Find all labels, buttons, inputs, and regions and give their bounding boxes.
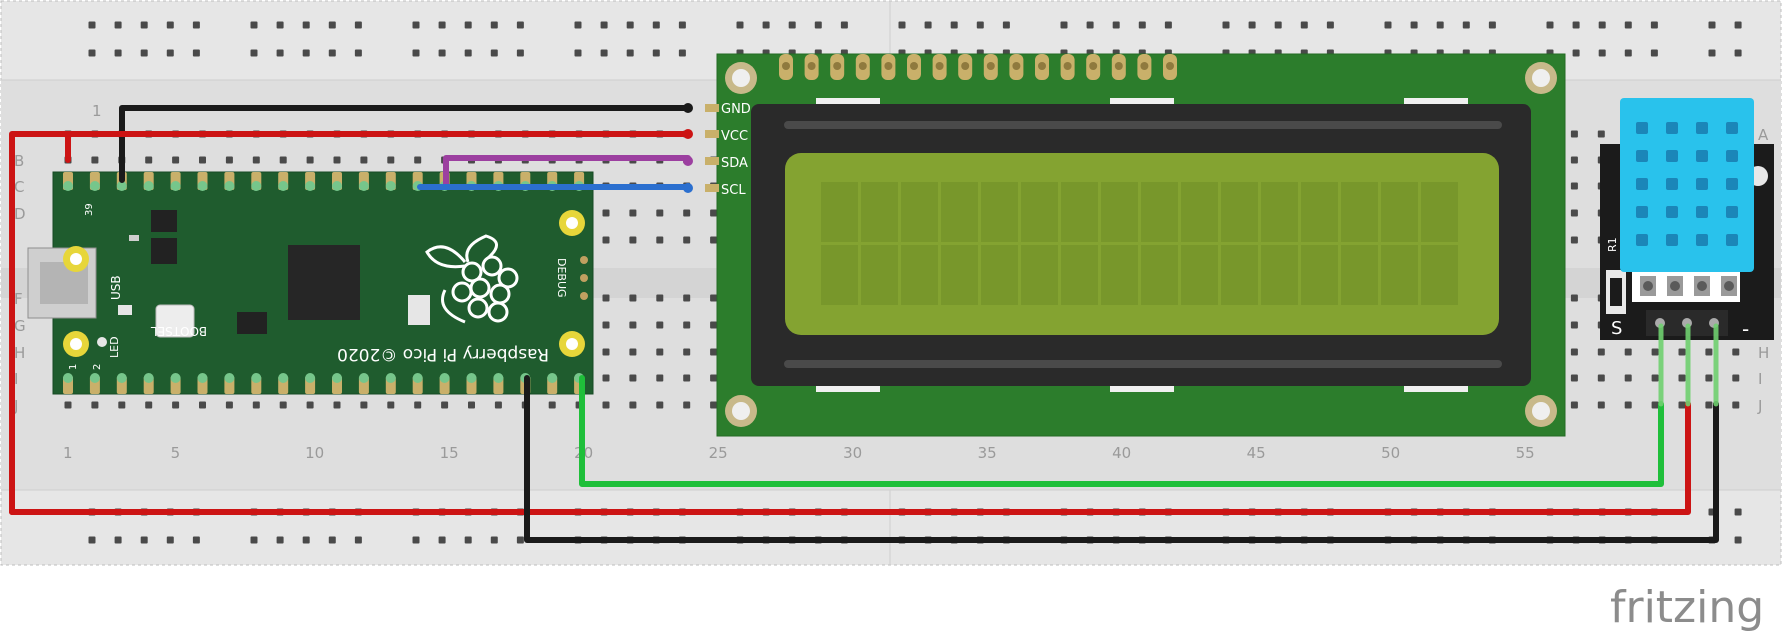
pin-2-label: 2 bbox=[92, 364, 103, 370]
lcd-pin-scl: SCL bbox=[721, 183, 746, 198]
lcd-pin-vcc: VCC bbox=[721, 129, 748, 144]
wire-dht-green-legs bbox=[1658, 323, 1719, 407]
dht-r1-label: R1 bbox=[1606, 237, 1619, 252]
col-label-35: 35 bbox=[978, 444, 997, 462]
wire-sda-purple bbox=[443, 155, 691, 189]
col-label-10: 10 bbox=[305, 444, 324, 462]
col-label-50: 50 bbox=[1381, 444, 1400, 462]
col-label-15: 15 bbox=[440, 444, 459, 462]
dht-sensor-body bbox=[1620, 98, 1754, 272]
col-label-5: 5 bbox=[171, 444, 181, 462]
dht-s-label: S bbox=[1611, 318, 1622, 339]
bootsel-label: BOOTSEL bbox=[151, 324, 207, 338]
col-label-55: 55 bbox=[1516, 444, 1535, 462]
row-label-left-D: D bbox=[14, 205, 26, 223]
wires bbox=[9, 103, 1719, 543]
row-label-left-B: B bbox=[14, 152, 24, 170]
raspberry-pi-pico: Raspberry Pi Pico ©2020 USB BOOTSEL LED … bbox=[27, 171, 594, 395]
led-label: LED bbox=[108, 336, 121, 358]
lcd-pin-gnd: GND bbox=[721, 102, 751, 117]
lcd-pin-sda: SDA bbox=[721, 156, 748, 171]
wire-green-data bbox=[579, 375, 1664, 487]
row-label-left-F: F bbox=[14, 290, 23, 308]
pin-39-label: 39 bbox=[84, 203, 95, 216]
pin-1-label: 1 bbox=[68, 364, 79, 370]
wire-black-bottom bbox=[524, 375, 1719, 543]
row-label-left-G: G bbox=[14, 317, 26, 335]
lcd-screen bbox=[785, 153, 1499, 335]
col-label-40: 40 bbox=[1112, 444, 1131, 462]
row-label-right-I: I bbox=[1758, 370, 1762, 388]
wire-red-bottom bbox=[9, 401, 1691, 515]
top-row-label: 1 bbox=[92, 102, 102, 120]
pico-brand-label: Raspberry Pi Pico ©2020 bbox=[337, 344, 549, 364]
rp2040-chip bbox=[288, 245, 360, 320]
row-label-right-J: J bbox=[1757, 397, 1762, 415]
fritzing-logo: fritzing bbox=[1610, 582, 1764, 633]
col-label-45: 45 bbox=[1247, 444, 1266, 462]
row-label-right-A: A bbox=[1758, 126, 1769, 144]
debug-label: DEBUG bbox=[555, 258, 568, 298]
dht-minus-label: - bbox=[1742, 317, 1749, 341]
row-label-left-J: J bbox=[13, 397, 18, 415]
wire-gnd-black-top bbox=[119, 105, 691, 183]
col-label-1: 1 bbox=[63, 444, 73, 462]
dht11-sensor-module: R1 S - bbox=[1600, 98, 1774, 341]
col-label-30: 30 bbox=[843, 444, 862, 462]
raspberry-logo bbox=[425, 234, 519, 324]
col-label-25: 25 bbox=[709, 444, 728, 462]
usb-label: USB bbox=[109, 275, 123, 300]
wire-red-left-rail bbox=[9, 131, 71, 515]
row-label-left-I: I bbox=[14, 370, 18, 388]
bootsel-button bbox=[155, 304, 195, 338]
row-label-left-H: H bbox=[14, 344, 25, 362]
lcd-16x2-module: GND VCC SDA SCL bbox=[705, 53, 1566, 437]
row-label-left-C: C bbox=[14, 178, 24, 196]
row-label-right-H: H bbox=[1758, 344, 1769, 362]
